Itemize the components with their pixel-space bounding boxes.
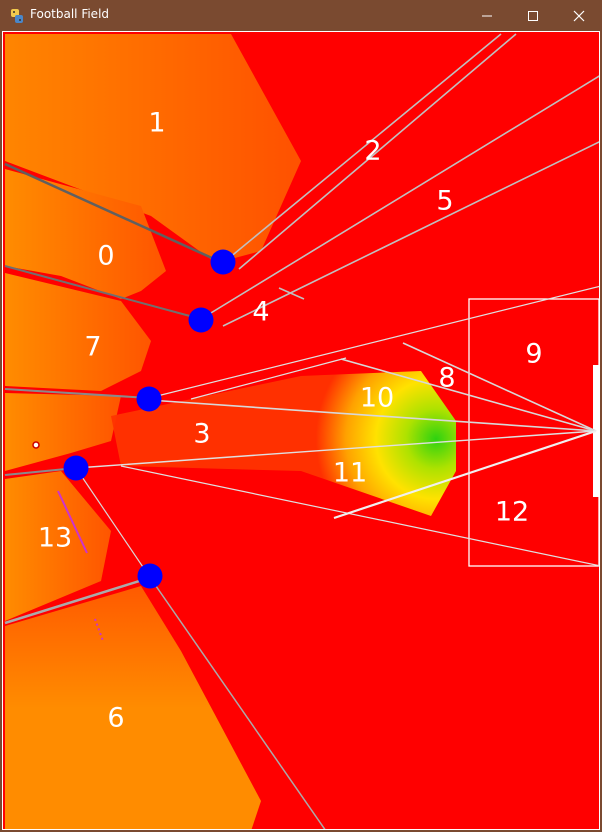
- zone-label-9: 9: [525, 339, 542, 370]
- python-icon: [11, 9, 23, 23]
- zone-shade-0: [5, 169, 166, 299]
- marker-dots-magenta: [94, 618, 104, 642]
- zone-label-4: 4: [252, 297, 269, 328]
- hotspot-cone: [111, 371, 456, 516]
- zone-shade-7: [5, 273, 151, 391]
- maximize-icon: [528, 10, 538, 21]
- player[interactable]: [136, 386, 162, 412]
- close-button[interactable]: [556, 0, 602, 31]
- zone-label-8: 8: [438, 363, 455, 394]
- minimize-button[interactable]: [464, 0, 510, 31]
- zone-label-10: 10: [360, 383, 394, 414]
- zone-label-7: 7: [84, 332, 101, 363]
- maximize-button[interactable]: [510, 0, 556, 31]
- zone-label-0: 0: [97, 241, 114, 272]
- zone-shade-13: [5, 471, 111, 621]
- zone-label-2: 2: [364, 136, 381, 167]
- close-icon: [573, 10, 585, 21]
- zone-label-6: 6: [107, 703, 124, 734]
- player[interactable]: [188, 307, 214, 333]
- title-bar[interactable]: Football Field: [0, 0, 602, 31]
- field-canvas: 0 1 2 3 4 5 6 7 8 9 10 11 12 13: [4, 33, 599, 829]
- zone-label-1: 1: [148, 108, 165, 139]
- ball-marker: [32, 441, 40, 449]
- zone-shade-1: [5, 34, 301, 263]
- window-title: Football Field: [30, 7, 110, 21]
- marker-line-magenta: [57, 490, 88, 554]
- player[interactable]: [137, 563, 163, 589]
- zone-lines: [4, 33, 599, 829]
- penalty-box: [468, 298, 599, 567]
- minimize-icon: [482, 15, 492, 16]
- zone-shade-6: [5, 586, 261, 829]
- zone-shade-left-mid: [5, 393, 121, 471]
- player[interactable]: [210, 249, 236, 275]
- football-field[interactable]: 0 1 2 3 4 5 6 7 8 9 10 11 12 13: [2, 31, 600, 830]
- zone-label-3: 3: [193, 419, 210, 450]
- zone-label-11: 11: [333, 458, 367, 489]
- player[interactable]: [63, 455, 89, 481]
- zone-label-5: 5: [436, 186, 453, 217]
- zone-label-13: 13: [38, 523, 72, 554]
- zone-label-12: 12: [495, 497, 529, 528]
